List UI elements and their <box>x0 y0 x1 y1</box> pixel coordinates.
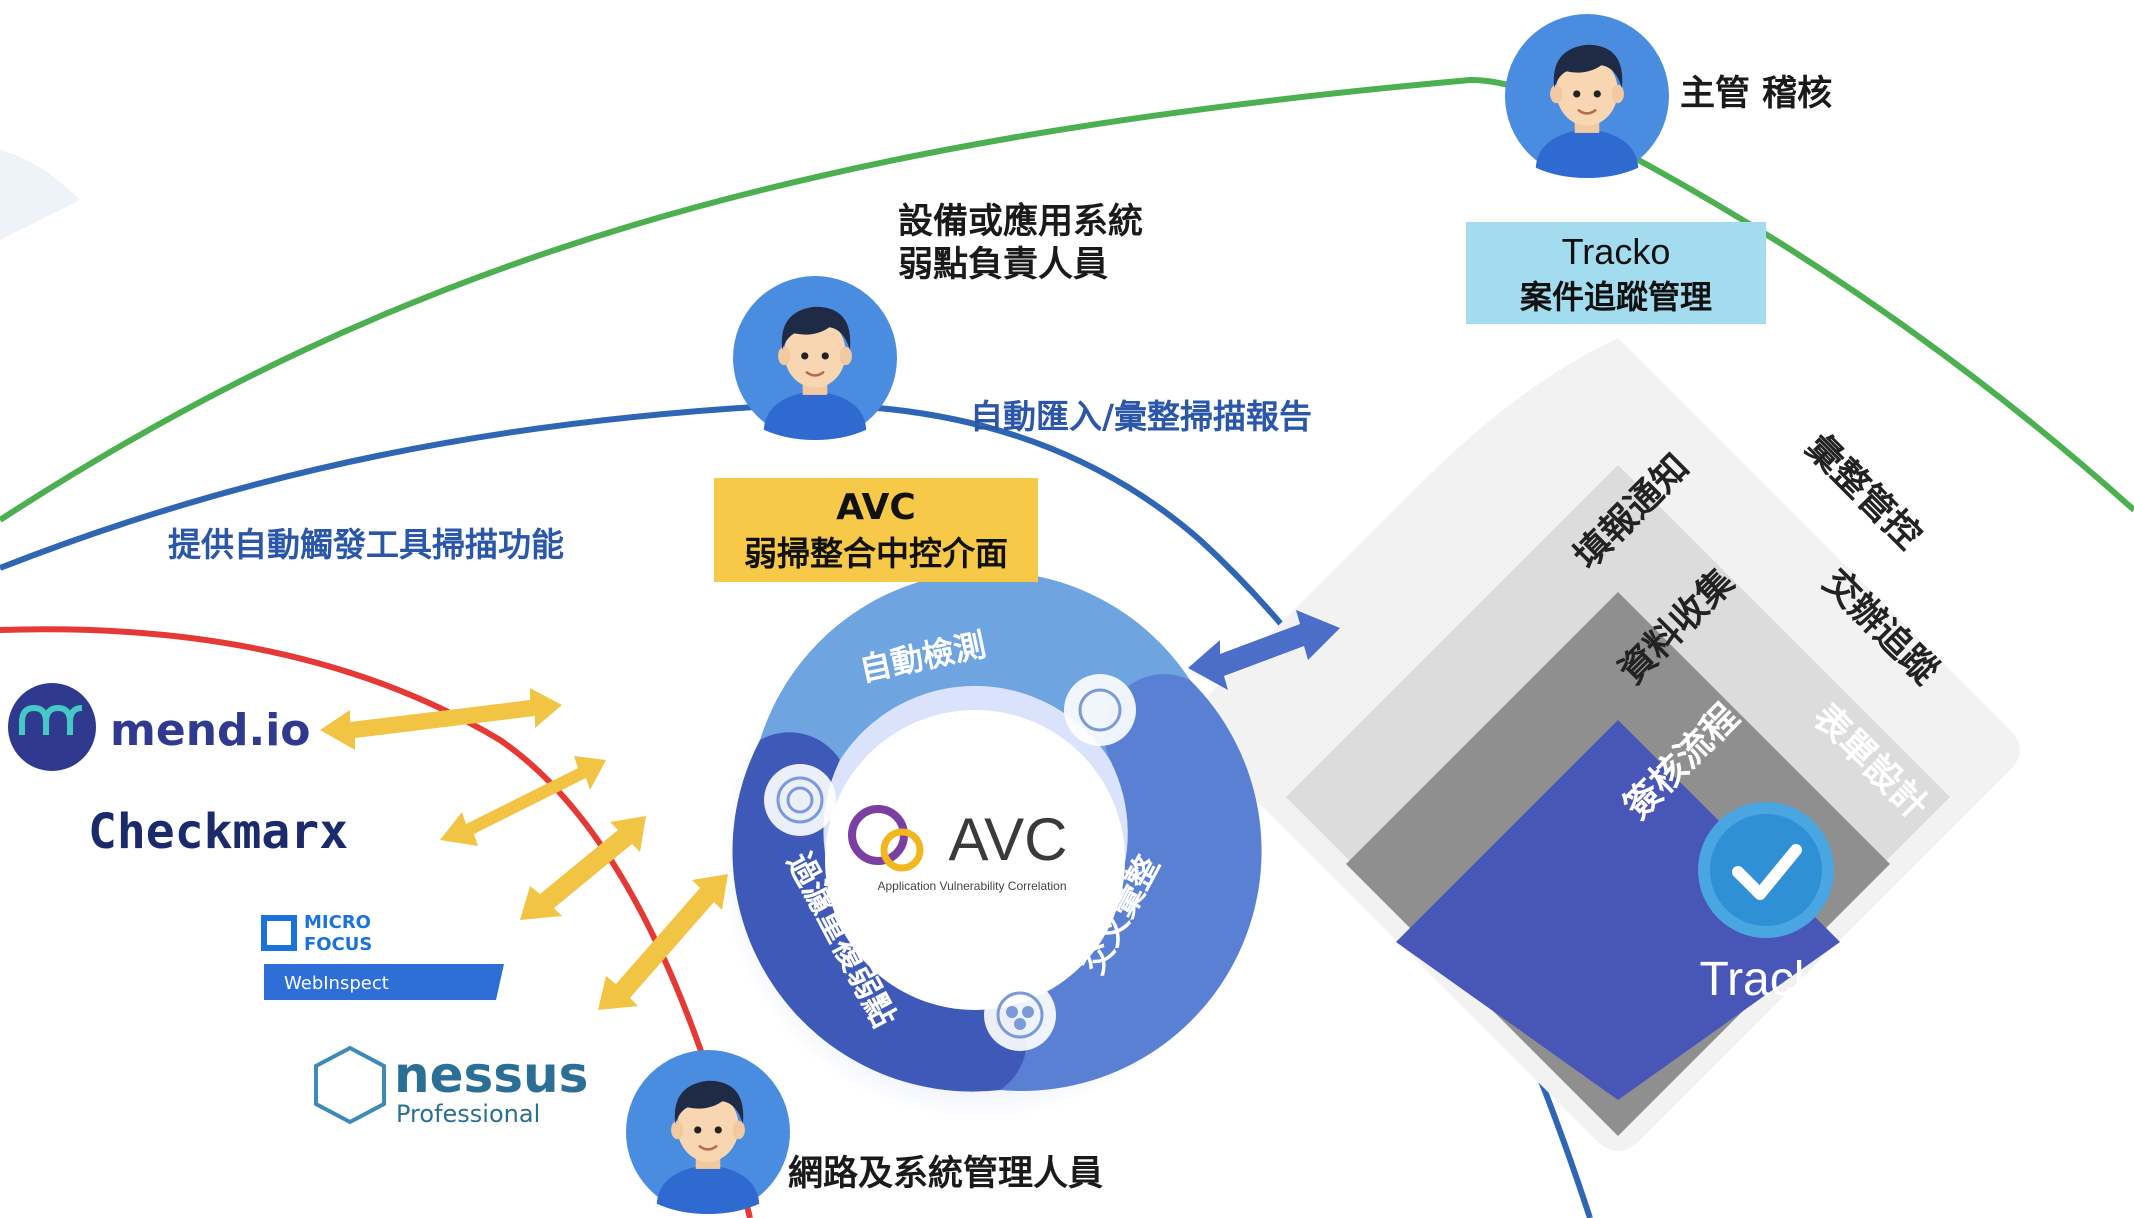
gold-arrows <box>320 688 728 1010</box>
tracko-box-title: Tracko <box>1561 231 1671 272</box>
auto-import-label: 自動匯入/彙整掃描報告 <box>970 397 1313 436</box>
mend-logo-text: mend.io <box>110 705 311 756</box>
cycle-center <box>825 710 1125 1010</box>
red-curve <box>0 626 753 1218</box>
tracko-box: Tracko 案件追蹤管理 <box>1466 222 1766 324</box>
nessus-logo-icon <box>314 1045 386 1125</box>
microfocus-logo-icon <box>261 915 297 951</box>
background-swoosh <box>0 150 80 240</box>
microfocus-line2: FOCUS <box>304 934 372 955</box>
trigger-tools-label: 提供自動觸發工具掃描功能 <box>168 525 564 564</box>
microfocus-line1: MICRO <box>304 912 371 933</box>
avc-box-subtitle: 弱掃整合中控介面 <box>744 534 1008 573</box>
supervisor-avatar <box>1505 14 1669 178</box>
nessus-logo-text: nessus <box>394 1046 588 1104</box>
avc-logo-text: AVC <box>949 806 1068 873</box>
tracko-box-subtitle: 案件追蹤管理 <box>1519 278 1712 316</box>
cycle-icon-filter <box>764 764 836 836</box>
checkmarx-logo-text: Checkmarx <box>88 804 348 860</box>
tracko-core-label: Tracko <box>1700 953 1845 1006</box>
network-admin-label: 網路及系統管理人員 <box>788 1154 1104 1194</box>
supervisor-label: 主管 稽核 <box>1680 74 1833 114</box>
avc-box-title: AVC <box>836 487 916 528</box>
webinspect-bar <box>264 964 484 1000</box>
webinspect-text: WebInspect <box>284 973 389 994</box>
cycle-icon-merge <box>984 979 1056 1051</box>
owner-avatar <box>733 276 897 440</box>
avc-logo-subtitle: Application Vulnerability Correlation <box>878 879 1067 893</box>
network-admin-avatar <box>626 1050 790 1214</box>
mend-logo-icon <box>8 683 96 771</box>
green-curve <box>0 76 2134 523</box>
cycle-icon-detect <box>1064 674 1136 746</box>
blue-double-arrow <box>1188 610 1340 690</box>
avc-logo-icon <box>848 805 924 872</box>
owner-label-line1: 設備或應用系統 <box>898 202 1144 242</box>
avc-box: AVC 弱掃整合中控介面 <box>714 478 1038 582</box>
tracko-pyramid <box>1190 338 2020 1151</box>
nessus-sub-text: Professional <box>396 1100 540 1128</box>
owner-label-line2: 弱點負責人員 <box>898 245 1109 285</box>
